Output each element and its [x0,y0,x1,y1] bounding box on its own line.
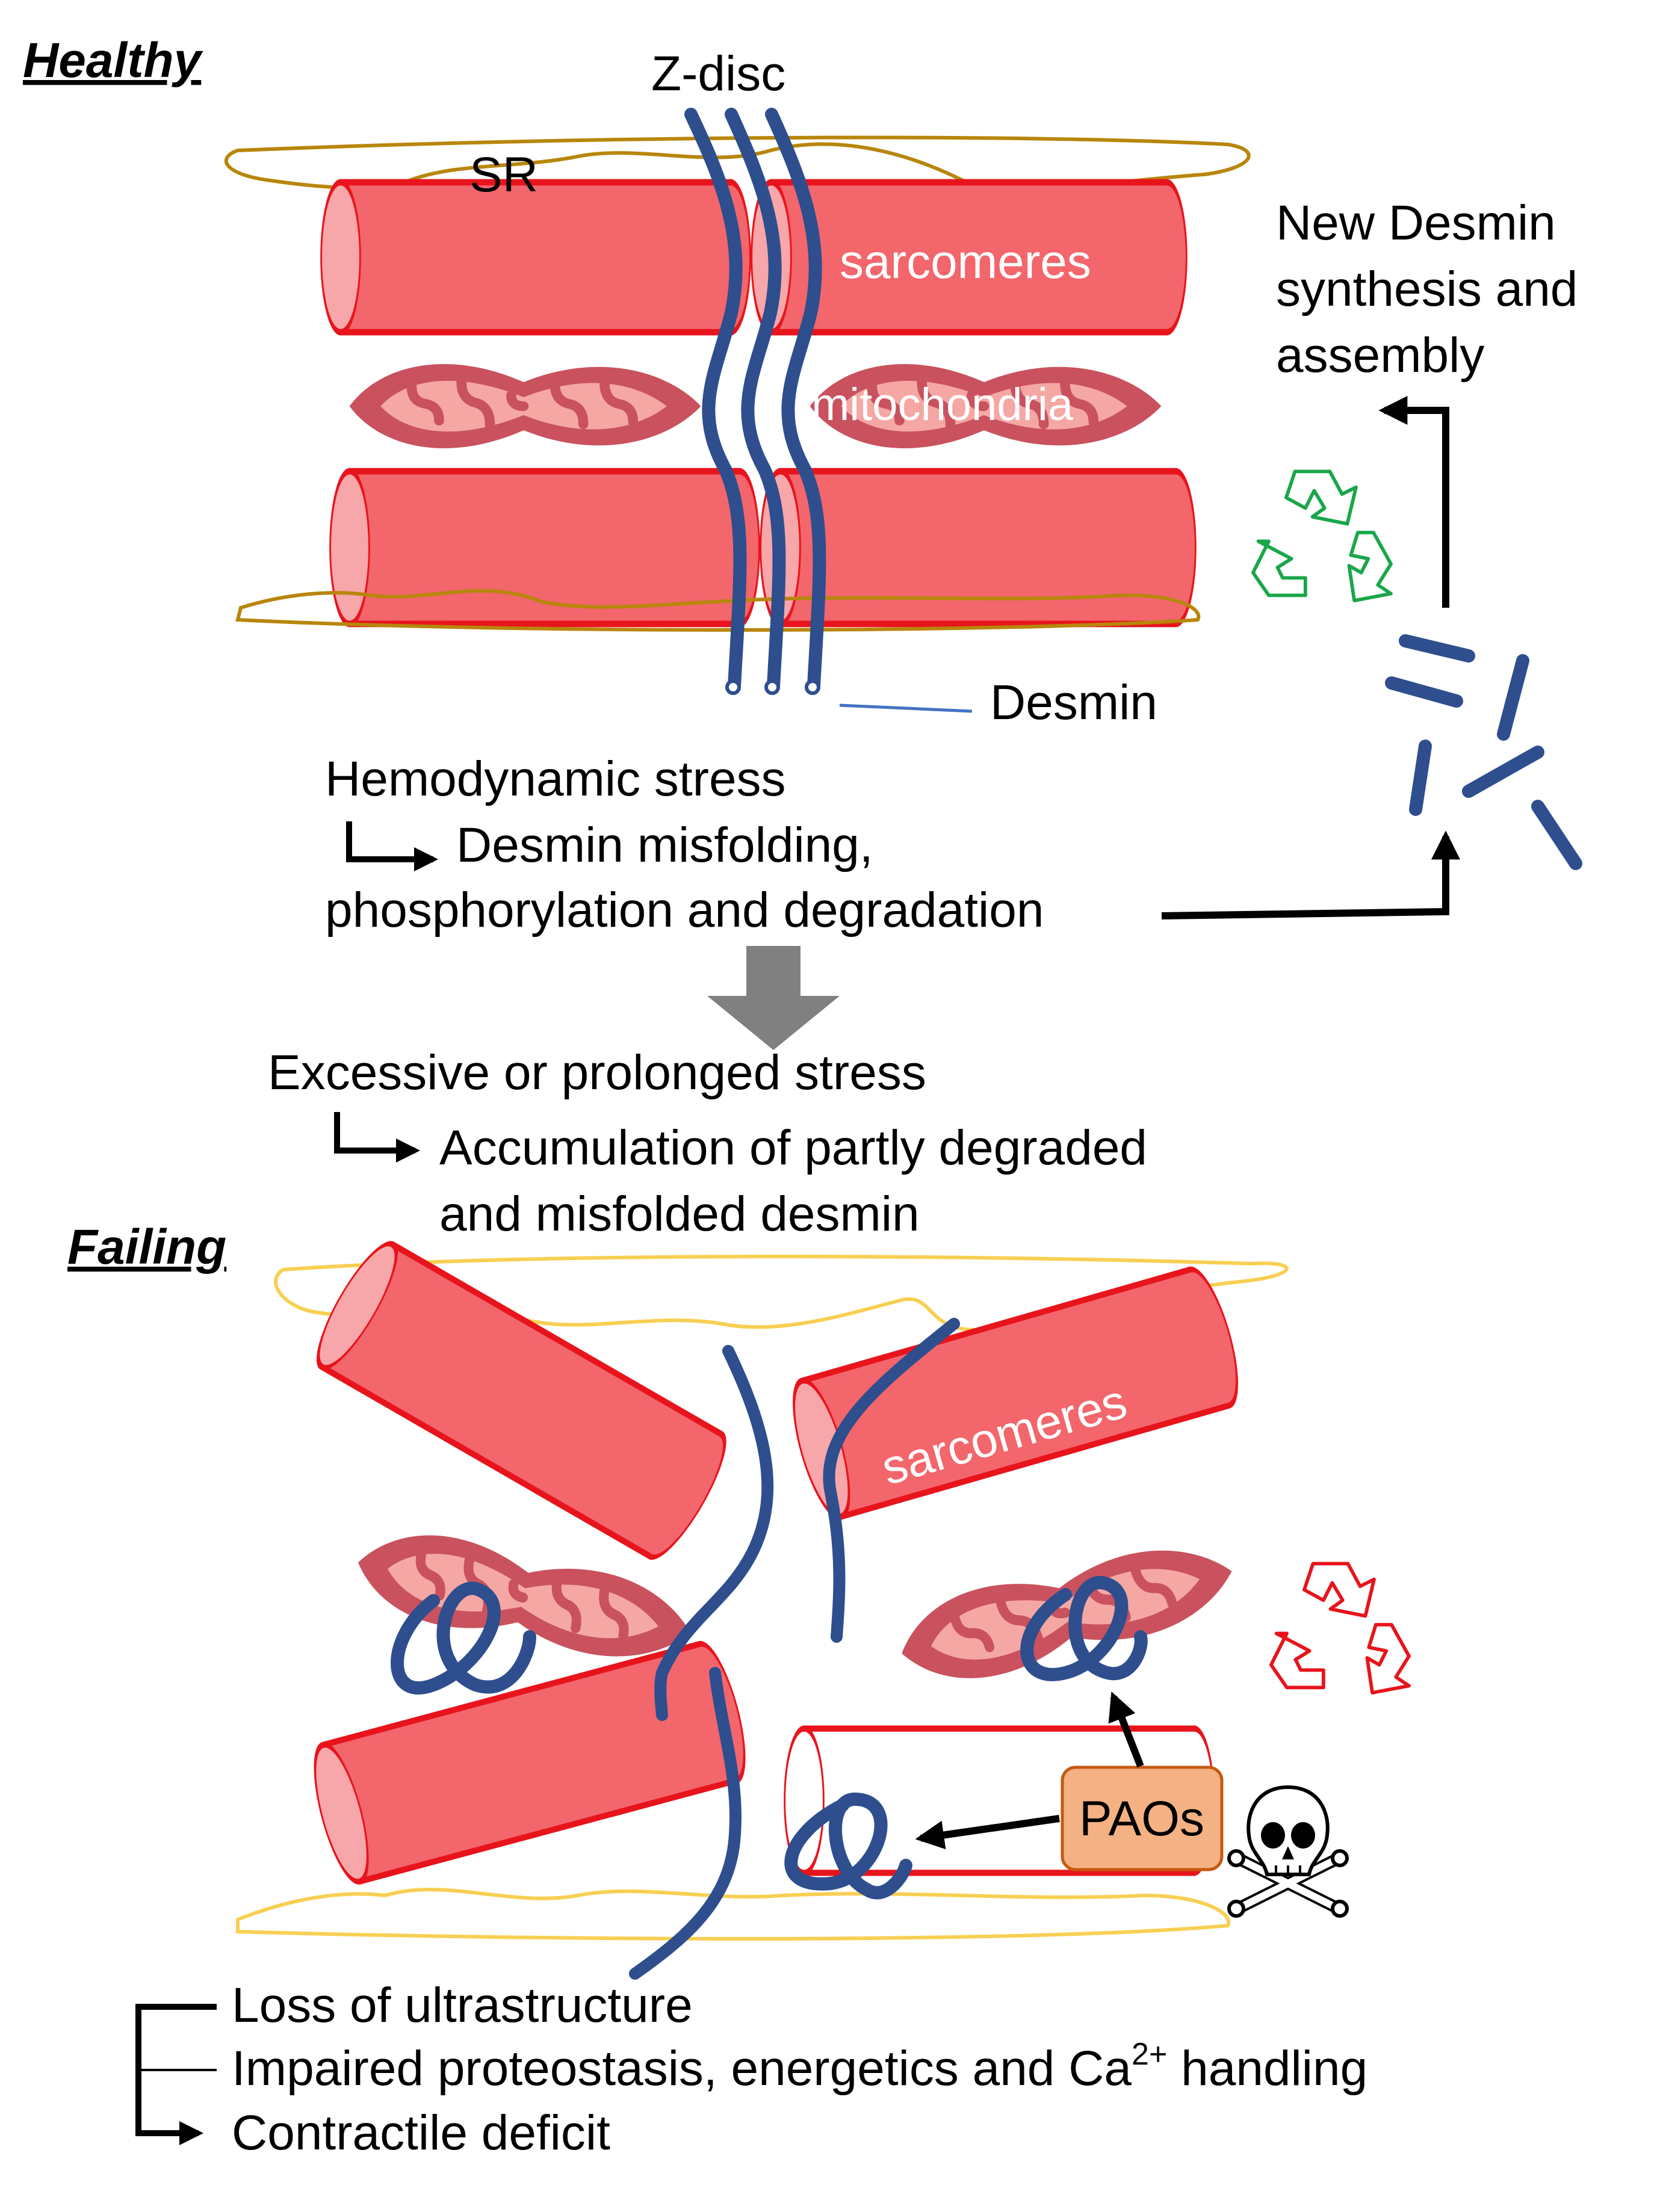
z-disc-desmin-strands [684,108,826,693]
outcome-impaired-proteostasis: Impaired proteostasis, energetics and Ca… [232,2037,1367,2096]
hemodynamic-stress-text: Hemodynamic stress [325,752,786,806]
accumulation-text: Accumulation of partly degraded and misf… [439,1120,1161,1241]
broken-desmin-strands [629,1318,960,1980]
transition: Excessive or prolonged stress Accumulati… [268,946,1161,1241]
mitochondria-label: mitochondria [811,379,1074,430]
sarcomere-failing-top-left [305,1235,737,1566]
degradation-arrow [1161,830,1460,919]
sarcomere-failing-top-left-group [305,1235,737,1566]
sarcomere-failing-bottom-left-group [304,1639,755,1886]
paos-arrow-up [1108,1691,1144,1768]
recycle-icon-failing [1271,1564,1409,1693]
zdisc-label: Z-disc [651,46,785,101]
sarcomere-top-left [321,182,751,332]
sr-membrane-failing-lower [236,1888,1231,1941]
desmin-strand-ends [725,679,820,695]
desmin-fragments [1385,634,1582,870]
desmin-leader-line [839,703,973,713]
outcome-loss-ultrastructure: Loss of ultrastructure [232,1978,693,2033]
paos-label: PAOs [1079,1791,1204,1846]
healthy-panel: Healthy Z-disc SR sarcomeres mitochondri… [23,33,1591,938]
mitochondrion-left [350,364,701,448]
recycle-icon-healthy [1253,472,1391,601]
healthy-title: Healthy [23,33,204,88]
desmin-label: Desmin [990,675,1157,730]
sarcomere-failing-top-right [782,1264,1248,1522]
sr-label: SR [469,147,538,202]
sarcomeres-label-healthy: sarcomeres [840,235,1091,288]
sr-membrane-healthy-lower [235,589,1201,632]
excessive-stress-arrow [334,1112,420,1163]
desmin-aggregates [391,1576,1148,1900]
synthesis-arrow [1378,396,1449,608]
failing-panel: Failing sarcomeres [67,1220,1409,2160]
transition-arrow [707,946,840,1050]
desmin-misfolding-text: Desmin misfolding, phosphorylation and d… [325,818,1044,938]
failing-title: Failing [67,1220,226,1274]
hemodynamic-stress-arrow [346,821,438,871]
sarcomere-failing-top-right-group [782,1264,1248,1522]
excessive-stress-text: Excessive or prolonged stress [268,1045,926,1100]
skull-crossbones-icon [1227,1785,1349,1918]
new-desmin-synthesis-label: New Desmin synthesis and assembly [1276,196,1591,383]
paos-box [1061,1766,1224,1871]
paos-arrow-left [915,1815,1060,1850]
outcome-contractile-deficit: Contractile deficit [232,2105,610,2160]
sarcomere-failing-bottom-left [304,1639,755,1886]
